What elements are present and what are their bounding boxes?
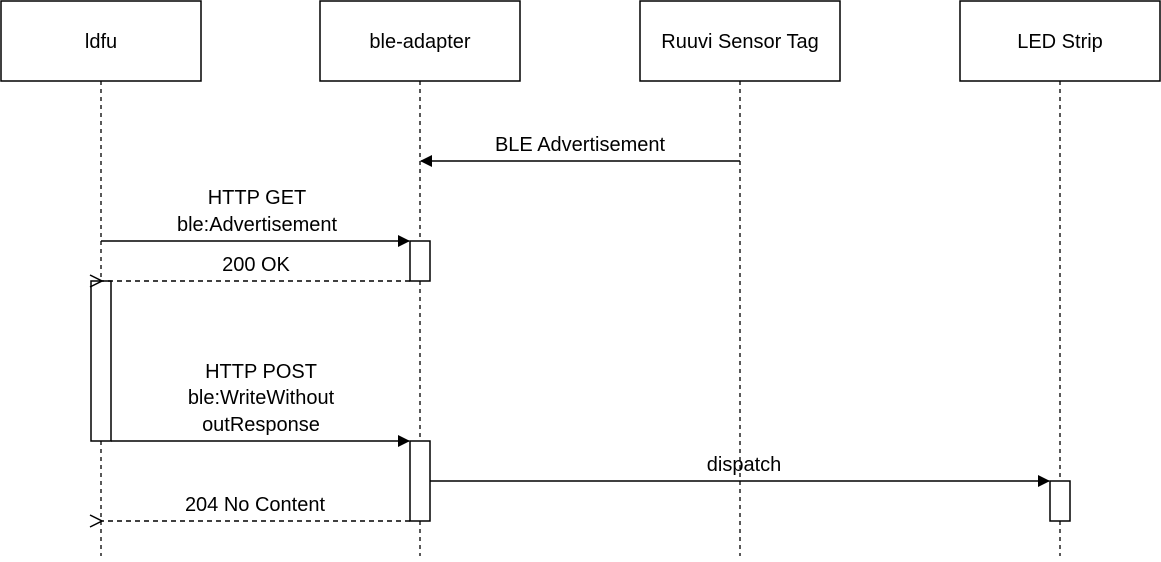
- message-200-ok-label: 200 OK: [222, 254, 290, 276]
- activation-led-strip-1: [1049, 480, 1071, 522]
- activation-ldfu-1: [90, 280, 112, 442]
- participant-ldfu: ldfu: [0, 0, 202, 82]
- message-dispatch: dispatch: [430, 454, 1050, 487]
- participant-led-strip-label: LED Strip: [1017, 31, 1103, 53]
- message-ble-advertisement-label: BLE Advertisement: [495, 134, 666, 156]
- message-http-post-label-line-3: outResponse: [202, 414, 320, 436]
- participant-ble-adapter: ble-adapter: [319, 0, 521, 82]
- activation-bars: [90, 240, 1071, 522]
- message-ble-advertisement: BLE Advertisement: [420, 134, 740, 167]
- activation-ble-adapter-2: [409, 440, 431, 522]
- message-http-post-label-line-2: ble:WriteWithout: [188, 387, 335, 409]
- message-204-no-content-label: 204 No Content: [185, 494, 326, 516]
- message-200-ok: 200 OK: [102, 254, 410, 281]
- message-http-get-label-line-2: ble:Advertisement: [177, 214, 338, 236]
- message-http-get: HTTP GET ble:Advertisement: [101, 187, 410, 247]
- activation-ble-adapter-1: [409, 240, 431, 282]
- participant-ble-adapter-label: ble-adapter: [369, 31, 471, 53]
- message-http-post-label-line-1: HTTP POST: [205, 361, 317, 383]
- message-204-no-content: 204 No Content: [102, 494, 410, 521]
- message-http-post: HTTP POST ble:WriteWithout outResponse: [111, 361, 410, 447]
- participant-ldfu-label: ldfu: [85, 31, 117, 53]
- message-http-get-label-line-1: HTTP GET: [208, 187, 307, 209]
- participant-ruuvi-sensor-tag-label: Ruuvi Sensor Tag: [661, 31, 819, 53]
- participant-ruuvi-sensor-tag: Ruuvi Sensor Tag: [639, 0, 841, 82]
- participant-led-strip: LED Strip: [959, 0, 1161, 82]
- message-dispatch-label: dispatch: [707, 454, 782, 476]
